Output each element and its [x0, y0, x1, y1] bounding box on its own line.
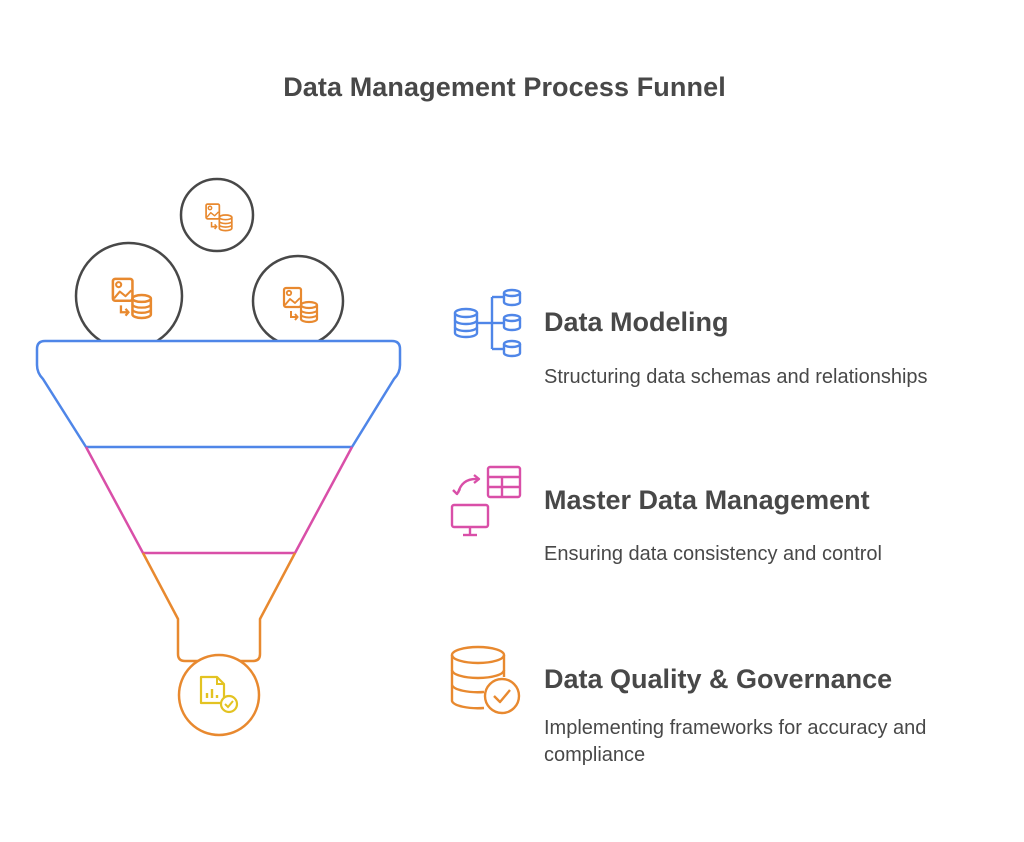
stage-title-data-modeling: Data Modeling: [544, 307, 729, 337]
stage-description-data-quality-governance: Implementing frameworks for accuracy and…: [544, 717, 927, 766]
report-check-icon: [199, 675, 239, 714]
funnel-segment-data-modeling: [35, 339, 402, 449]
database-check-icon: [450, 645, 521, 715]
stage-title-data-quality-governance: Data Quality & Governance: [544, 664, 893, 694]
page-title: Data Management Process Funnel: [283, 72, 726, 102]
sync-table-monitor-icon: [450, 465, 522, 537]
stage-description-data-modeling: Structuring data schemas and relationshi…: [544, 366, 928, 388]
database-schema-icon: [453, 288, 522, 358]
funnel-segment-master-data: [84, 446, 354, 555]
input-item-top: [179, 177, 255, 253]
input-item-left: [74, 241, 184, 351]
stage-title-master-data-management: Master Data Management: [544, 485, 870, 515]
input-item-right: [251, 254, 345, 348]
stage-description-master-data-management: Ensuring data consistency and control: [544, 543, 882, 565]
funnel-segment-quality: [141, 552, 297, 663]
output-item: [177, 653, 261, 737]
